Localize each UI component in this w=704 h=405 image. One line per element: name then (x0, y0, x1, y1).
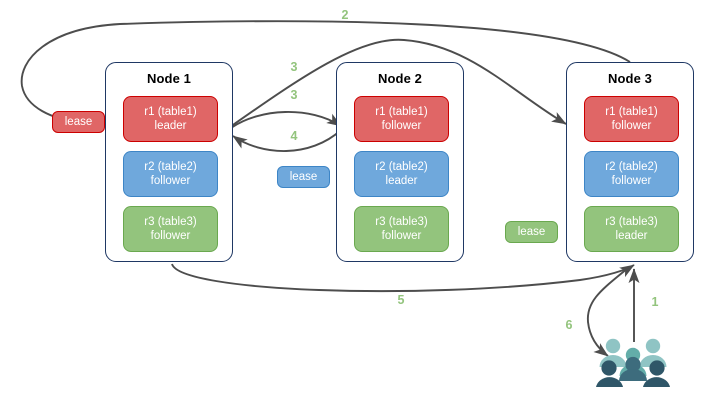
node-3-title: Node 3 (608, 71, 652, 86)
range-name: r3 (table3) (605, 216, 658, 228)
range-role: follower (611, 120, 652, 132)
range-role: leader (154, 120, 187, 132)
range-name: r3 (table3) (375, 216, 428, 228)
node-1-range-r3[interactable]: r3 (table3) follower (123, 206, 218, 252)
range-role: follower (150, 175, 191, 187)
node-2-range-r3[interactable]: r3 (table3) follower (354, 206, 449, 252)
range-name: r3 (table3) (144, 216, 197, 228)
range-name: r1 (table1) (605, 106, 658, 118)
range-name: r2 (table2) (144, 161, 197, 173)
lease-label: lease (289, 170, 318, 183)
node-3-range-r2[interactable]: r2 (table2) follower (584, 151, 679, 197)
range-name: r1 (table1) (375, 106, 428, 118)
node-1[interactable]: Node 1 r1 (table1) leader r2 (table2) fo… (105, 62, 233, 262)
step-label-5: 5 (397, 293, 405, 307)
range-role: follower (381, 230, 422, 242)
node-1-range-r2[interactable]: r2 (table2) follower (123, 151, 218, 197)
step-label-4: 4 (290, 129, 298, 143)
node-2-range-r2[interactable]: r2 (table2) leader (354, 151, 449, 197)
node-2[interactable]: Node 2 r1 (table1) follower r2 (table2) … (336, 62, 464, 262)
step-label-2: 2 (341, 8, 349, 22)
range-role: leader (385, 175, 418, 187)
step-label-1: 1 (651, 295, 659, 309)
step-label-3-top: 3 (290, 60, 298, 74)
node-3-range-r1[interactable]: r1 (table1) follower (584, 96, 679, 142)
node-3[interactable]: Node 3 r1 (table1) follower r2 (table2) … (566, 62, 694, 262)
range-name: r2 (table2) (375, 161, 428, 173)
arrow-step-3-to-node2 (230, 111, 342, 129)
lease-label: lease (517, 225, 546, 238)
range-role: follower (611, 175, 652, 187)
node-1-range-r1[interactable]: r1 (table1) leader (123, 96, 218, 142)
lease-label: lease (64, 115, 93, 128)
users-icon (596, 338, 670, 387)
range-name: r1 (table1) (144, 106, 197, 118)
range-name: r2 (table2) (605, 161, 658, 173)
range-role: follower (381, 120, 422, 132)
range-role: follower (150, 230, 191, 242)
lease-chip-red[interactable]: lease (52, 111, 105, 133)
node-1-title: Node 1 (147, 71, 191, 86)
lease-chip-blue[interactable]: lease (277, 166, 330, 188)
lease-chip-green[interactable]: lease (505, 221, 558, 243)
node-2-title: Node 2 (378, 71, 422, 86)
arrow-step-5 (171, 263, 635, 293)
step-label-3-lower: 3 (290, 88, 298, 102)
range-role: leader (615, 230, 648, 242)
node-2-range-r1[interactable]: r1 (table1) follower (354, 96, 449, 142)
node-3-range-r3[interactable]: r3 (table3) leader (584, 206, 679, 252)
step-label-6: 6 (565, 318, 573, 332)
